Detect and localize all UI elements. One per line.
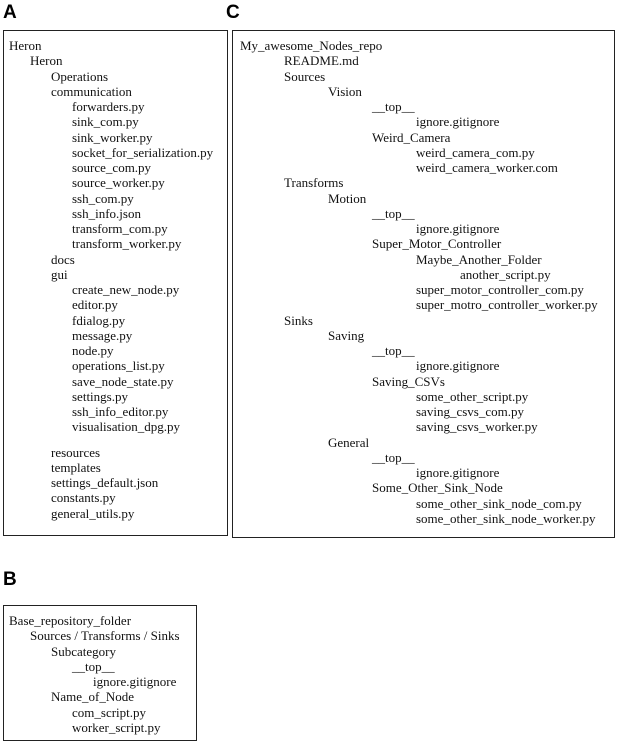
- tree-node: worker_script.py: [72, 719, 161, 735]
- tree-node: super_motro_controller_worker.py: [416, 297, 598, 313]
- tree-node: source_com.py: [72, 160, 152, 175]
- tree-node: sink_com.py: [72, 114, 139, 130]
- tree-node: Saving_CSVs: [372, 373, 445, 389]
- tree-node: Sources / Transforms / Sinks: [30, 628, 180, 644]
- tree-node: some_other_sink_node_worker.py: [416, 510, 596, 526]
- tree-node: Saving: [328, 327, 365, 343]
- tree-node: Name_of_Node: [51, 689, 135, 705]
- tree-node: ssh_info.json: [72, 205, 141, 221]
- tree-node: Sinks: [284, 312, 313, 328]
- tree-node: Operations: [51, 68, 109, 84]
- tree-node: visualisation_dpg.py: [72, 419, 180, 435]
- tree-node: ignore.gitignore: [416, 358, 500, 374]
- panel-label-b: B: [3, 569, 17, 590]
- tree-node: weird_camera_com.py: [416, 144, 535, 160]
- tree-node: transform_worker.py: [72, 236, 182, 252]
- tree-node: templates: [51, 459, 101, 475]
- tree-node: Base_repository_folder: [9, 613, 132, 628]
- tree-node: create_new_node.py: [72, 282, 180, 297]
- tree-node: settings.py: [72, 388, 128, 404]
- tree-node: gui: [51, 266, 68, 282]
- tree-node: super_motor_controller_com.py: [416, 282, 584, 297]
- tree-node: another_script.py: [460, 266, 551, 282]
- panel-label-c: C: [226, 2, 240, 23]
- tree-node: Maybe_Another_Folder: [416, 251, 542, 267]
- tree-node: ignore.gitignore: [93, 674, 177, 689]
- tree-node: weird_camera_worker.com: [416, 160, 558, 175]
- tree-node: ssh_com.py: [72, 190, 134, 206]
- tree-node: My_awesome_Nodes_repo: [240, 38, 383, 53]
- tree-node: Transforms: [284, 175, 344, 191]
- tree-node: Heron: [30, 53, 63, 69]
- tree-node: ssh_info_editor.py: [72, 404, 169, 419]
- tree-node: __top__: [372, 99, 415, 114]
- tree-node: General: [328, 434, 370, 450]
- tree-node: __top__: [72, 658, 115, 674]
- tree-node: some_other_script.py: [416, 388, 529, 404]
- tree-node: resources: [51, 444, 101, 460]
- tree-node: editor.py: [72, 297, 118, 313]
- tree-node: some_other_sink_node_com.py: [416, 495, 582, 511]
- tree-node: Motion: [328, 190, 367, 206]
- tree-node: sink_worker.py: [72, 129, 153, 145]
- tree-node: saving_csvs_worker.py: [416, 419, 538, 435]
- tree-node: forwarders.py: [72, 99, 145, 114]
- tree-node: docs: [51, 251, 75, 267]
- tree-node: save_node_state.py: [72, 373, 174, 389]
- tree-node: saving_csvs_com.py: [416, 404, 524, 419]
- tree-node: fdialog.py: [72, 312, 126, 328]
- tree-node: README.md: [284, 53, 359, 69]
- tree-node: __top__: [372, 449, 415, 465]
- tree-node: node.py: [72, 343, 114, 358]
- panel-label-a: A: [3, 2, 17, 23]
- tree-node: Some_Other_Sink_Node: [372, 480, 503, 496]
- tree-node: constants.py: [51, 490, 116, 506]
- tree-node: Super_Motor_Controller: [372, 236, 502, 252]
- tree-node: Subcategory: [51, 643, 116, 659]
- tree-node: transform_com.py: [72, 221, 168, 236]
- tree-node: settings_default.json: [51, 475, 159, 490]
- tree-node: Vision: [328, 83, 362, 99]
- tree-node: Sources: [284, 68, 326, 84]
- tree-node: __top__: [372, 205, 415, 221]
- tree-node: general_utils.py: [51, 505, 135, 521]
- tree-node: ignore.gitignore: [416, 221, 500, 236]
- tree-node: communication: [51, 83, 132, 99]
- tree-node: socket_for_serialization.py: [72, 144, 214, 160]
- tree-node: ignore.gitignore: [416, 114, 500, 130]
- tree-node: operations_list.py: [72, 358, 165, 374]
- tree-node: Weird_Camera: [372, 129, 451, 145]
- tree-node: Heron: [9, 38, 42, 53]
- tree-node: message.py: [72, 327, 133, 343]
- tree-node: ignore.gitignore: [416, 465, 500, 480]
- tree-node: source_worker.py: [72, 175, 165, 191]
- tree-node: __top__: [372, 343, 415, 358]
- tree-node: com_script.py: [72, 704, 147, 720]
